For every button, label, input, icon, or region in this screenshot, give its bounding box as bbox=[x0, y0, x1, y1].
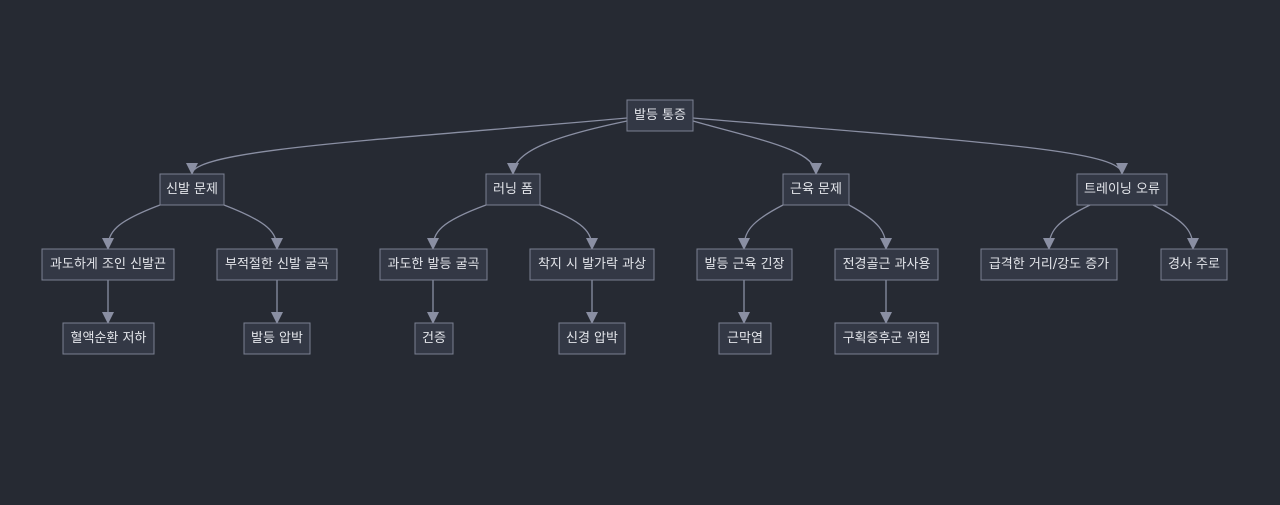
edge-shoe-bad-fit bbox=[223, 204, 283, 250]
node-shoe[interactable]: 신발 문제 bbox=[159, 173, 225, 206]
edges bbox=[102, 117, 1199, 324]
node-sudden-increase[interactable]: 급격한 거리/강도 증가 bbox=[980, 248, 1118, 281]
node-fasciitis[interactable]: 근막염 bbox=[718, 322, 772, 355]
node-circulation-label: 혈액순환 저하 bbox=[71, 331, 147, 346]
node-training-label: 트레이닝 오류 bbox=[1084, 182, 1160, 197]
node-nerve-label: 신경 압박 bbox=[566, 331, 618, 346]
node-muscle[interactable]: 근육 문제 bbox=[782, 173, 850, 206]
edge-root-form bbox=[507, 120, 628, 175]
node-tibialis[interactable]: 전경골근 과사용 bbox=[834, 248, 939, 281]
node-shoe-label: 신발 문제 bbox=[166, 182, 218, 197]
node-fasciitis-label: 근막염 bbox=[727, 331, 763, 346]
node-form[interactable]: 러닝 폼 bbox=[485, 173, 541, 206]
node-root-label: 발등 통증 bbox=[634, 108, 686, 123]
node-tibialis-label: 전경골근 과사용 bbox=[843, 257, 931, 272]
node-tension-label: 발등 근육 긴장 bbox=[704, 257, 784, 272]
node-tension[interactable]: 발등 근육 긴장 bbox=[696, 248, 793, 281]
node-pressure[interactable]: 발등 압박 bbox=[243, 322, 311, 355]
node-circulation[interactable]: 혈액순환 저하 bbox=[62, 322, 155, 355]
node-sudden-increase-label: 급격한 거리/강도 증가 bbox=[989, 257, 1109, 272]
node-bad-fit-label: 부적절한 신발 굴곡 bbox=[225, 257, 329, 272]
edge-shoe-tight-lace bbox=[102, 204, 161, 250]
node-muscle-label: 근육 문제 bbox=[790, 182, 842, 197]
node-heel-strike[interactable]: 착지 시 발가락 과상 bbox=[529, 248, 655, 281]
edge-training-sudden bbox=[1043, 204, 1091, 250]
node-form-label: 러닝 폼 bbox=[493, 182, 533, 197]
edge-form-over-flex bbox=[427, 204, 487, 250]
node-training[interactable]: 트레이닝 오류 bbox=[1076, 173, 1168, 206]
node-over-flex[interactable]: 과도한 발등 굴곡 bbox=[379, 248, 488, 281]
edge-root-shoe bbox=[186, 117, 628, 175]
node-slope-label: 경사 주로 bbox=[1168, 257, 1220, 272]
node-pressure-label: 발등 압박 bbox=[251, 331, 303, 346]
node-heel-strike-label: 착지 시 발가락 과상 bbox=[538, 257, 646, 272]
node-over-flex-label: 과도한 발등 굴곡 bbox=[388, 257, 480, 272]
edge-root-training bbox=[692, 117, 1128, 175]
node-tendinitis-label: 건증 bbox=[422, 331, 446, 346]
node-nerve[interactable]: 신경 압박 bbox=[558, 322, 626, 355]
edge-form-heel-strike bbox=[539, 204, 598, 250]
edge-root-muscle bbox=[692, 120, 822, 175]
edge-training-slope bbox=[1152, 204, 1199, 250]
node-tendinitis[interactable]: 건증 bbox=[414, 322, 454, 355]
node-compartment[interactable]: 구획증후군 위험 bbox=[834, 322, 939, 355]
node-tight-lace-label: 과도하게 조인 신발끈 bbox=[50, 257, 166, 272]
node-slope[interactable]: 경사 주로 bbox=[1160, 248, 1228, 281]
node-compartment-label: 구획증후군 위험 bbox=[843, 331, 931, 346]
nodes: 발등 통증 신발 문제 러닝 폼 근육 문제 트레이닝 오류 과도하게 조인 신… bbox=[41, 99, 1228, 355]
edge-muscle-tension bbox=[738, 204, 784, 250]
node-tight-lace[interactable]: 과도하게 조인 신발끈 bbox=[41, 248, 175, 281]
node-root[interactable]: 발등 통증 bbox=[626, 99, 694, 132]
edge-muscle-tibialis bbox=[848, 204, 892, 250]
node-bad-fit[interactable]: 부적절한 신발 굴곡 bbox=[216, 248, 338, 281]
